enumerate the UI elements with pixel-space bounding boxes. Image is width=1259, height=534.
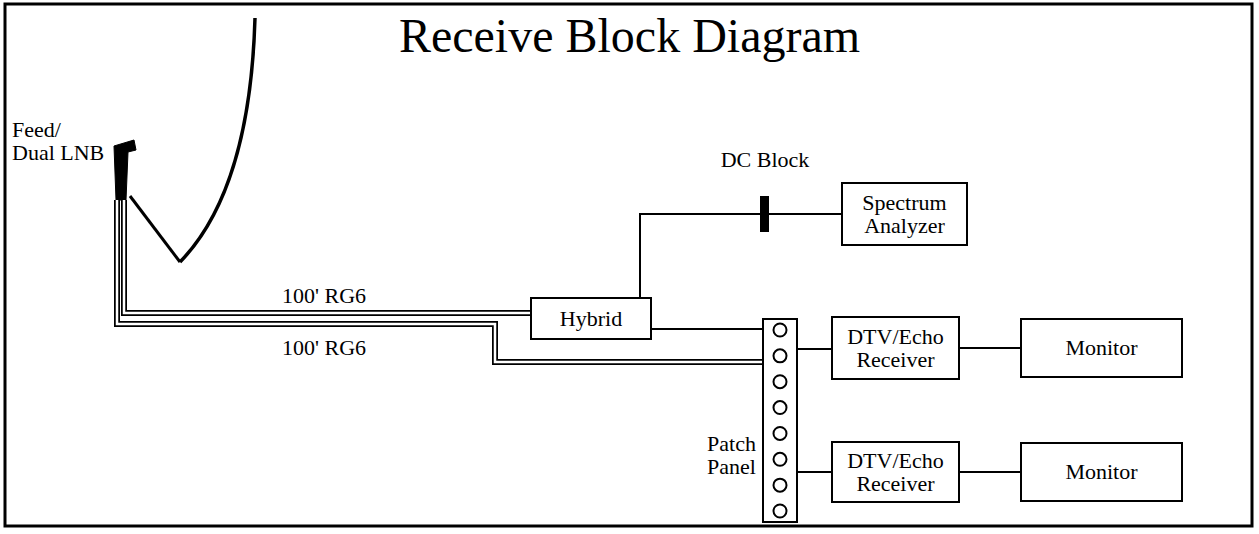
patch-jack <box>774 349 787 362</box>
patch-jack <box>774 401 787 414</box>
node-label: Spectrum Analyzer <box>843 191 966 237</box>
feed-arm <box>130 196 180 262</box>
signal-line <box>652 328 762 330</box>
diagram-title: Receive Block Diagram <box>0 10 1259 63</box>
signal-line <box>798 471 831 473</box>
patch-jacks <box>764 320 796 521</box>
receiver-box: DTV/Echo Receiver <box>831 441 960 503</box>
hybrid-box: Hybrid <box>530 297 652 340</box>
lnb-feed <box>114 140 136 200</box>
component-label: Feed/ Dual LNB <box>12 118 108 164</box>
monitor-box: Monitor <box>1020 318 1183 378</box>
node-label: DTV/Echo Receiver <box>833 325 958 371</box>
cable-label: 100' RG6 <box>282 336 422 359</box>
outer-frame <box>5 4 1252 526</box>
patch-jack <box>774 427 787 440</box>
panel-label: Patch Panel <box>694 432 756 478</box>
dc-block-symbol <box>760 196 769 232</box>
cable-label: 100' RG6 <box>282 284 422 307</box>
patch-panel: Patch Panel <box>762 318 798 523</box>
monitor-box: Monitor <box>1020 442 1183 502</box>
coax-cable <box>117 200 762 362</box>
patch-jack <box>774 375 787 388</box>
patch-jack <box>774 479 787 492</box>
signal-line <box>960 347 1020 349</box>
component-label: DC Block <box>700 148 830 171</box>
instrument-box: Spectrum Analyzer <box>841 182 968 246</box>
patch-jack <box>774 453 787 466</box>
node-label: Monitor <box>1065 336 1137 359</box>
node-label: Hybrid <box>560 307 622 330</box>
dish-reflector <box>180 18 255 262</box>
patch-jack <box>774 505 787 518</box>
patch-jack <box>774 324 787 337</box>
signal-line <box>798 348 831 350</box>
signal-line <box>640 214 841 297</box>
receiver-box: DTV/Echo Receiver <box>831 316 960 380</box>
node-label: DTV/Echo Receiver <box>833 449 958 495</box>
signal-line <box>960 471 1020 473</box>
coax-cable <box>124 200 530 313</box>
node-label: Monitor <box>1065 460 1137 483</box>
